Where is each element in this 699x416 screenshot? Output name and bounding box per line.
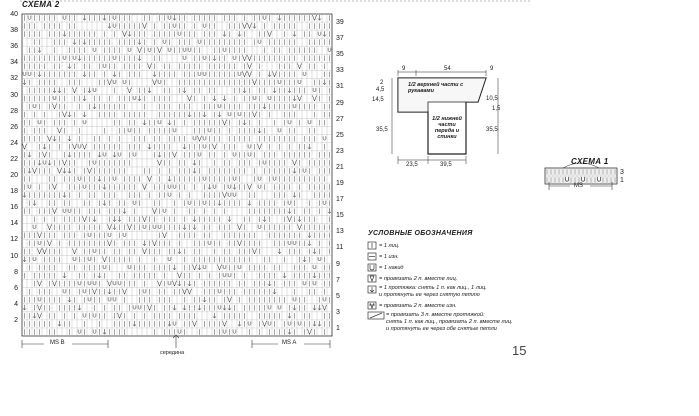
row-number-left: 28 [10,107,18,115]
row-number-right: 13 [336,228,344,236]
pattern-row-3: 3 [620,169,624,176]
dim-top-right: 9 [490,66,494,72]
main-chart-grid [21,13,333,337]
legend-item: = 1 протяжка: снять 1 п. как лиц., 1 лиц… [379,285,487,298]
row-number-left: 8 [14,268,18,276]
row-number-left: 12 [10,236,18,244]
schematic-label-bottom: 1/2 нижней части переда и спинки [432,116,462,140]
dim-right-b: 1,5 [492,106,501,112]
dim-top-mid: 54 [444,66,451,72]
row-number-left: 38 [10,27,18,35]
ms-a-label: MS A [282,340,297,346]
page-number: 15 [512,343,527,358]
row-number-right: 17 [336,196,344,204]
dim-top-left: 9 [402,66,406,72]
schematic-label-top: 1/2 верхней части с рукавами [408,82,464,94]
row-number-left: 24 [10,139,18,147]
row-number-right: 37 [336,35,344,43]
pattern-chart-grid [544,162,618,185]
legend-item: = 1 лиц. [379,243,400,249]
row-number-left: 14 [10,220,18,228]
legend-item: = провязать 2 п. вместе изн. [379,303,457,309]
row-number-right: 7 [336,276,340,284]
legend-item: = 1 накид [379,265,404,271]
ms-b-label: MS B [50,340,65,346]
row-number-right: 21 [336,163,344,171]
garment-schematic [391,70,499,164]
row-number-left: 30 [10,91,18,99]
row-number-left: 2 [14,316,18,324]
row-number-right: 27 [336,115,344,123]
row-number-left: 40 [10,11,18,18]
row-number-right: 19 [336,180,344,188]
row-number-right: 33 [336,67,344,75]
dim-left-c: 14,5 [372,97,384,103]
row-number-right: 5 [336,292,340,300]
pattern-row-1: 1 [620,177,624,184]
row-number-right: 15 [336,212,344,220]
row-number-left: 6 [14,284,18,292]
row-number-left: 22 [10,155,18,163]
row-number-left: 4 [14,300,18,308]
legend-item: = провязать 2 п. вместе лиц. [379,276,458,282]
pattern-chart-title: СХЕМА 1 [571,157,609,166]
row-number-right: 3 [336,308,340,316]
row-number-right: 23 [336,147,344,155]
legend-item: = провязать 3 п. вместе протяжкой: снять… [386,312,513,332]
dim-left-d: 35,5 [376,127,388,133]
row-number-right: 11 [336,244,344,252]
row-number-left: 36 [10,43,18,51]
dim-bottom-left: 23,5 [406,162,418,168]
ms-brackets [21,182,613,348]
dim-right-a: 10,5 [486,96,498,102]
row-number-left: 10 [10,252,18,260]
row-number-left: 34 [10,59,18,67]
dim-right-c: 35,5 [486,127,498,133]
row-number-left: 16 [10,204,18,212]
legend-item: = 1 изн. [379,254,399,260]
row-number-right: 31 [336,83,344,91]
row-number-left: 20 [10,172,18,179]
row-number-left: 32 [10,75,18,83]
dim-left-a: 2 [380,80,384,86]
row-number-right: 39 [336,19,344,27]
dim-left-b: 4,5 [376,87,385,93]
row-number-right: 9 [336,260,340,268]
center-label: середина [160,350,185,356]
main-chart-title: СХЕМА 2 [22,0,60,9]
row-number-right: 29 [336,99,344,107]
row-number-right: 1 [336,324,340,332]
legend-title: УСЛОВНЫЕ ОБОЗНАЧЕНИЯ [368,230,473,237]
legend-symbols [367,241,385,320]
row-number-right: 25 [336,131,344,139]
row-number-left: 26 [10,123,18,131]
pattern-ms-label: MS [574,183,583,189]
dim-bottom-right: 39,5 [440,162,452,168]
row-number-right: 35 [336,51,344,59]
row-number-left: 18 [10,188,18,196]
